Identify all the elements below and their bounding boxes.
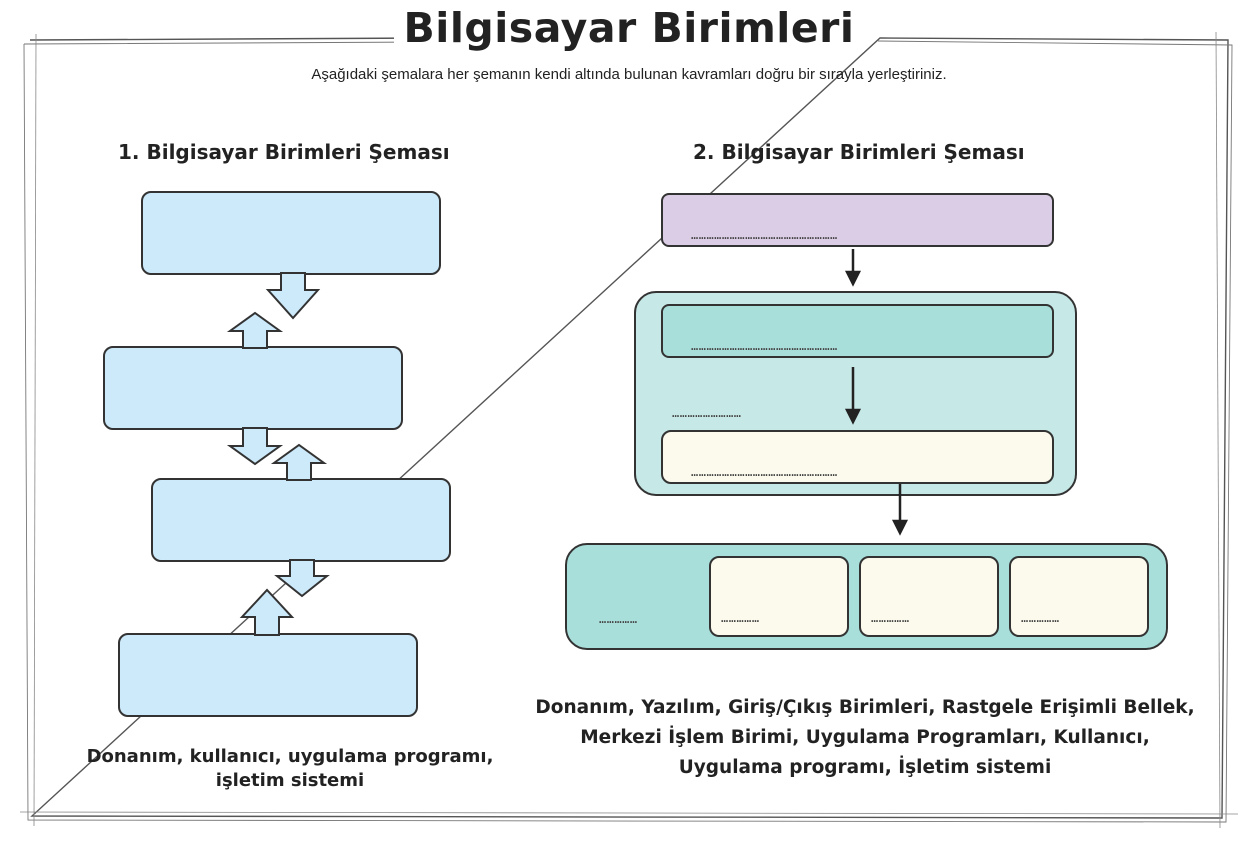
page-title: Bilgisayar Birimleri: [0, 4, 1258, 52]
instruction-text: Aşağıdaki şemalara her şemanın kendi alt…: [311, 66, 947, 83]
up-arrow-3: [239, 588, 295, 636]
blank-line: …………………………………………………: [691, 228, 838, 242]
up-arrow-2: [270, 443, 328, 481]
left-concepts-line-2: işletim sistemi: [215, 770, 365, 791]
right-middle-container[interactable]: ………………………………………………… ……………………… ……………………………: [634, 291, 1077, 496]
right-inner-box-1[interactable]: …………………………………………………: [661, 304, 1054, 358]
arrow-head-3: [891, 519, 909, 536]
arrow-head-2: [844, 408, 862, 425]
right-diagram-heading: 2. Bilgisayar Birimleri Şeması: [693, 140, 1025, 164]
blank-line: ……………: [1021, 611, 1060, 625]
right-top-box[interactable]: …………………………………………………: [661, 193, 1054, 247]
up-arrow-1: [226, 311, 284, 349]
bottom-sub-box-1[interactable]: ……………: [709, 556, 849, 637]
middle-blank-line: ………………………: [672, 406, 742, 420]
right-concepts-line-2: Merkezi İşlem Birimi, Uygulama Programla…: [580, 727, 1150, 748]
bottom-sub-box-3[interactable]: ……………: [1009, 556, 1149, 637]
blank-line: ……………: [721, 611, 760, 625]
left-diagram-heading: 1. Bilgisayar Birimleri Şeması: [118, 140, 450, 164]
blank-line: …………………………………………………: [691, 339, 838, 353]
left-box-4[interactable]: [118, 633, 418, 717]
right-bottom-container[interactable]: …………… …………… …………… ……………: [565, 543, 1168, 650]
right-inner-box-2[interactable]: …………………………………………………: [661, 430, 1054, 484]
arrow-head-1: [844, 270, 862, 287]
right-concepts: Donanım, Yazılım, Giriş/Çıkış Birimleri,…: [530, 693, 1200, 783]
bottom-main-blank: ……………: [599, 612, 638, 626]
left-concepts: Donanım, kullanıcı, uygulama programı, i…: [60, 745, 520, 793]
left-concepts-line-1: Donanım, kullanıcı, uygulama programı,: [86, 746, 494, 767]
blank-line: …………………………………………………: [691, 465, 838, 479]
down-arrow-1: [265, 272, 321, 320]
bottom-sub-box-2[interactable]: ……………: [859, 556, 999, 637]
blank-line: ……………: [871, 611, 910, 625]
right-concepts-line-3: Uygulama programı, İşletim sistemi: [678, 757, 1052, 778]
right-concepts-line-1: Donanım, Yazılım, Giriş/Çıkış Birimleri,…: [535, 697, 1195, 718]
down-arrow-3: [274, 559, 330, 598]
down-arrow-2: [226, 427, 284, 466]
